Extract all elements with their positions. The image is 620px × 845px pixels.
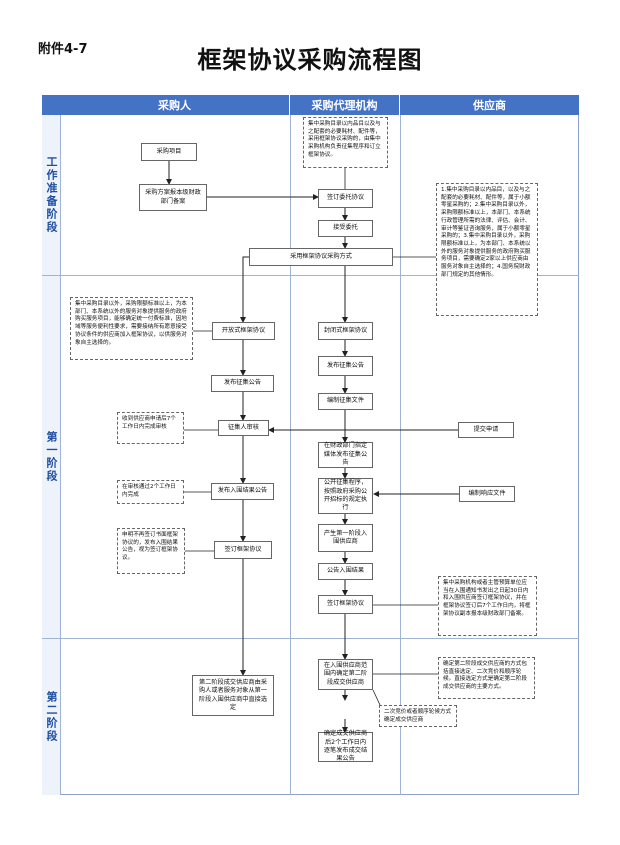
box-purchaser-publish-notice: 发布征集公告 [211, 375, 274, 392]
box-determine-second-stage-supplier: 在入围供应商范围内确定第二阶段成交供应商 [318, 659, 373, 690]
lane-header-supplier: 供应商 [400, 95, 579, 115]
box-closed-framework: 封闭式框架协议 [318, 322, 373, 340]
box-prepare-solicitation-docs: 编制征集文件 [318, 393, 373, 410]
box-publish-designated-media: 在财政部门指定媒体发布征集公告 [318, 442, 373, 468]
box-purchaser-sign-framework: 签订框架协议 [214, 541, 272, 559]
note-review-deadline: 收到供应商申请后7个工作日内完成审核 [117, 412, 184, 444]
box-open-framework: 开放式框架协议 [212, 322, 275, 340]
box-publish-shortlist-result: 发布入围结果公告 [211, 483, 274, 500]
note-centralized-agency: 集中采购目录以内品目以及与之配套的必要耗材、配件等，采用框架协议采购的，由集中采… [303, 117, 388, 168]
grid-line [42, 275, 579, 276]
note-second-stage-methods: 确定第二阶段成交供应商的方式包括直接选定、二次竞价和顺序轮候。直接选定方式是确定… [438, 657, 535, 699]
note-publish-deadline: 在审核通过2个工作日内完成 [117, 480, 184, 504]
header-corner [42, 95, 60, 115]
note-bidding-or-rotation: 二次竞价或者顺序轮候方式确定成交供应商 [379, 705, 457, 727]
note-open-framework-condition: 集中采购目录以外，采购限额标准以上，为本部门、本系统以外的服务对象提供服务的政府… [70, 297, 193, 360]
lane-header-agency: 采购代理机构 [290, 95, 400, 115]
note-signing-deadline: 集中采购机构或者主管预算单位应当在入围通知书发出之日起30日内和入围供应商签订框… [438, 576, 537, 636]
note-applicable-situations: 1.集中采购目录以内品目，以及与之配套的必要耗材、配件等，属于小额零星采购的；2… [436, 183, 538, 316]
grid-line [42, 638, 579, 639]
grid-line [400, 115, 401, 795]
box-announce-shortlist: 公告入围结果 [318, 563, 373, 580]
box-accept-entrustment: 接受委托 [318, 220, 373, 237]
grid-line [60, 115, 61, 795]
stage-second: 第二阶段 [42, 638, 60, 795]
box-submit-application: 提交申请 [458, 422, 514, 438]
box-agency-publish-notice: 发布征集公告 [318, 356, 373, 376]
box-solicitor-review: 征集人审核 [218, 420, 269, 436]
box-first-stage-shortlist: 产生第一阶段入围供应商 [318, 524, 373, 552]
page-title: 框架协议采购流程图 [197, 46, 423, 74]
box-agency-sign-framework: 签订框架协议 [318, 595, 373, 614]
box-publish-transaction-result: 确定成交供应商后2个工作日内逐笔发布成交结果公告 [318, 730, 373, 762]
stage-first: 第一阶段 [42, 275, 60, 638]
box-sign-entrustment: 签订委托协议 [318, 189, 373, 208]
box-plan-filing: 采购方案报本级财政部门备案 [139, 184, 207, 211]
box-prepare-response-docs: 编制响应文件 [459, 486, 515, 502]
lane-header-purchaser: 采购人 [60, 95, 290, 115]
note-no-written-agreement: 申明不再签订书面框架协议的，发布入围结果公告，视为签订框架协议。 [117, 528, 185, 574]
box-framework-method: 采用框架协议采购方式 [249, 248, 393, 266]
grid-line [290, 115, 291, 795]
stage-preparation: 工作准备阶段 [42, 115, 60, 275]
attachment-label: 附件4-7 [38, 42, 88, 57]
box-public-solicitation: 公开征集程序，按照政府采购公开招标的规定执行 [318, 478, 373, 514]
box-direct-selection: 第二阶段成交供应商由采购人或者服务对象从第一阶段入围供应商中直接选定 [192, 675, 274, 716]
box-procurement-project: 采购项目 [141, 143, 197, 161]
